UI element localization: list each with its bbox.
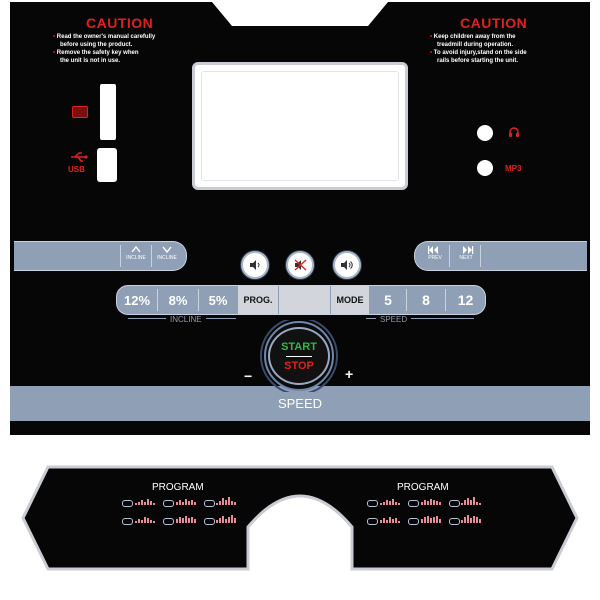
program-profile-icon bbox=[135, 497, 159, 505]
usb-icon bbox=[71, 152, 88, 162]
program-left-title: PROGRAM bbox=[152, 482, 204, 493]
program-right-title: PROGRAM bbox=[397, 482, 449, 493]
volume-down-button[interactable] bbox=[241, 251, 269, 279]
safety-key-icon bbox=[72, 106, 88, 118]
speed-12-button[interactable]: 12 bbox=[457, 292, 474, 308]
incline-button-bar bbox=[14, 241, 187, 271]
console-panel: SPEED bbox=[10, 2, 590, 435]
start-stop-button[interactable]: START STOP bbox=[268, 327, 330, 385]
next-button[interactable]: NEXT bbox=[451, 243, 481, 267]
lcd-screen bbox=[201, 71, 399, 181]
blank-button bbox=[279, 286, 330, 314]
caution-right-text: • Keep children away from the treadmill … bbox=[430, 34, 527, 64]
headphone-jack[interactable] bbox=[477, 125, 493, 141]
program-profile-icon bbox=[176, 515, 200, 523]
program-indicator-icon bbox=[204, 500, 215, 507]
mode-button[interactable]: MODE bbox=[331, 286, 369, 314]
program-profile-icon bbox=[421, 497, 445, 505]
program-profile-icon bbox=[176, 497, 200, 505]
incline-down-button[interactable]: INCLINE bbox=[152, 243, 182, 267]
caution-right-line-3: To avoid injury,stand on the side bbox=[433, 50, 527, 56]
prev-button[interactable]: PREV bbox=[420, 243, 450, 267]
track-button-bar bbox=[414, 241, 587, 271]
program-indicator-icon bbox=[204, 518, 215, 525]
caution-right-title: CAUTION bbox=[460, 15, 528, 31]
incline-8-button[interactable]: 8% bbox=[168, 292, 188, 308]
speaker-low-icon bbox=[250, 260, 260, 270]
program-profile-icon bbox=[216, 515, 240, 523]
speed-minus[interactable]: − bbox=[244, 368, 253, 384]
speaker-mute-icon bbox=[294, 259, 307, 271]
speaker-high-icon bbox=[341, 260, 353, 270]
mp3-jack[interactable] bbox=[477, 160, 493, 176]
speed-5-button[interactable]: 5 bbox=[384, 292, 392, 308]
stop-label: STOP bbox=[284, 360, 314, 372]
speed-8-button[interactable]: 8 bbox=[422, 292, 430, 308]
incline-up-button[interactable]: INCLINE bbox=[121, 243, 151, 267]
speed-strip-label: SPEED bbox=[277, 396, 323, 411]
caution-right-line-2: treadmill during operation. bbox=[437, 42, 514, 48]
caution-left-line-4: the unit is not in use. bbox=[60, 58, 120, 64]
program-indicator-icon bbox=[163, 518, 174, 525]
caution-left-line-2: before using the product. bbox=[60, 42, 133, 48]
caution-left-text: • Read the owner's manual carefully befo… bbox=[53, 34, 156, 64]
skip-forward-icon bbox=[463, 246, 474, 254]
mute-button[interactable] bbox=[286, 251, 314, 279]
console-outline bbox=[10, 2, 590, 435]
headphone-icon bbox=[509, 127, 519, 137]
usb-label: USB bbox=[68, 165, 85, 174]
program-profile-icon bbox=[421, 515, 445, 523]
program-indicator-icon bbox=[408, 518, 419, 525]
program-profile-icon bbox=[380, 515, 404, 523]
incline-caption: INCLINE bbox=[166, 315, 206, 324]
chevron-down-icon bbox=[162, 246, 172, 254]
speed-caption-line bbox=[366, 318, 474, 319]
program-panel bbox=[21, 465, 579, 571]
lcd-display bbox=[192, 62, 408, 190]
skip-back-icon bbox=[428, 246, 438, 254]
program-indicator-icon bbox=[449, 518, 460, 525]
next-label: NEXT bbox=[459, 255, 473, 261]
program-indicator-icon bbox=[408, 500, 419, 507]
program-profile-icon bbox=[461, 515, 485, 523]
program-profile-icon bbox=[216, 497, 240, 505]
usb-port[interactable] bbox=[97, 148, 117, 182]
incline-12-button[interactable]: 12% bbox=[123, 292, 151, 308]
caution-right-line-1: Keep children away from the bbox=[433, 34, 516, 40]
chevron-up-icon bbox=[131, 245, 141, 253]
incline-down-label: INCLINE bbox=[157, 255, 177, 261]
speed-caption: SPEED bbox=[376, 315, 412, 324]
mp3-label: MP3 bbox=[505, 164, 522, 173]
program-indicator-icon bbox=[163, 500, 174, 507]
program-indicator-icon bbox=[449, 500, 460, 507]
program-indicator-icon bbox=[367, 518, 378, 525]
volume-up-button[interactable] bbox=[333, 251, 361, 279]
caution-left-line-1: Read the owner's manual carefully bbox=[56, 34, 156, 40]
caution-left-line-3: Remove the safety key when bbox=[56, 50, 139, 56]
program-profile-icon bbox=[461, 497, 485, 505]
start-label: START bbox=[281, 341, 317, 353]
caution-right-line-4: rails before starting the unit. bbox=[437, 58, 519, 64]
program-indicator-icon bbox=[122, 518, 133, 525]
program-profile-icon bbox=[380, 497, 404, 505]
caution-left-title: CAUTION bbox=[86, 15, 154, 31]
safety-key-slot[interactable] bbox=[100, 84, 116, 140]
start-stop-divider bbox=[286, 356, 312, 357]
program-profile-icon bbox=[135, 515, 159, 523]
speed-plus[interactable]: + bbox=[345, 366, 354, 382]
prev-label: PREV bbox=[428, 255, 442, 261]
quick-key-bar: 12% 8% 5% PROG. MODE 5 8 12 bbox=[116, 285, 486, 315]
incline-up-label: INCLINE bbox=[126, 255, 146, 261]
prog-button[interactable]: PROG. bbox=[238, 286, 278, 314]
program-indicator-icon bbox=[122, 500, 133, 507]
speed-strip[interactable] bbox=[10, 386, 590, 421]
incline-5-button[interactable]: 5% bbox=[208, 292, 228, 308]
program-indicator-icon bbox=[367, 500, 378, 507]
